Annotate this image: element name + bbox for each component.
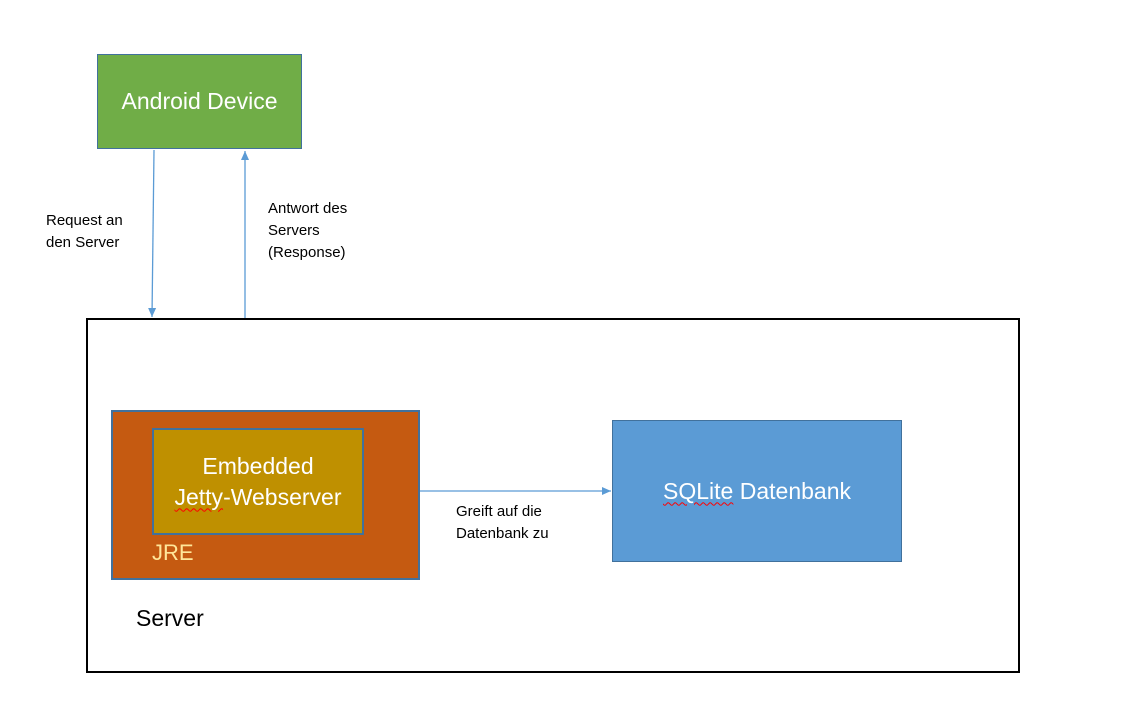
- jetty-label-jetty: Jetty: [174, 483, 224, 510]
- sqlite-database-box: SQLite Datenbank: [612, 420, 902, 562]
- android-device-label: Android Device: [121, 88, 278, 114]
- jre-label: JRE: [152, 540, 194, 565]
- request-edge-label: Request an den Server: [46, 212, 123, 251]
- db-access-edge-label: Greift auf die Datenbank zu: [456, 503, 549, 542]
- sqlite-label: SQLite Datenbank: [663, 478, 851, 505]
- jetty-label-line1: Embedded: [202, 452, 314, 479]
- request-arrow: [148, 149, 157, 318]
- sqlite-label-datenbank: Datenbank: [733, 477, 851, 504]
- server-label: Server: [136, 605, 204, 631]
- sqlite-label-sqlite: SQLite: [663, 477, 734, 504]
- jetty-label-webserver: -Webserver: [223, 483, 342, 510]
- android-device-box: Android Device: [97, 54, 302, 149]
- jetty-webserver-box: Embedded Jetty-Webserver: [152, 428, 364, 535]
- response-edge-label: Antwort des Servers (Response): [268, 200, 348, 261]
- jetty-label-line2: Jetty-Webserver: [174, 482, 341, 513]
